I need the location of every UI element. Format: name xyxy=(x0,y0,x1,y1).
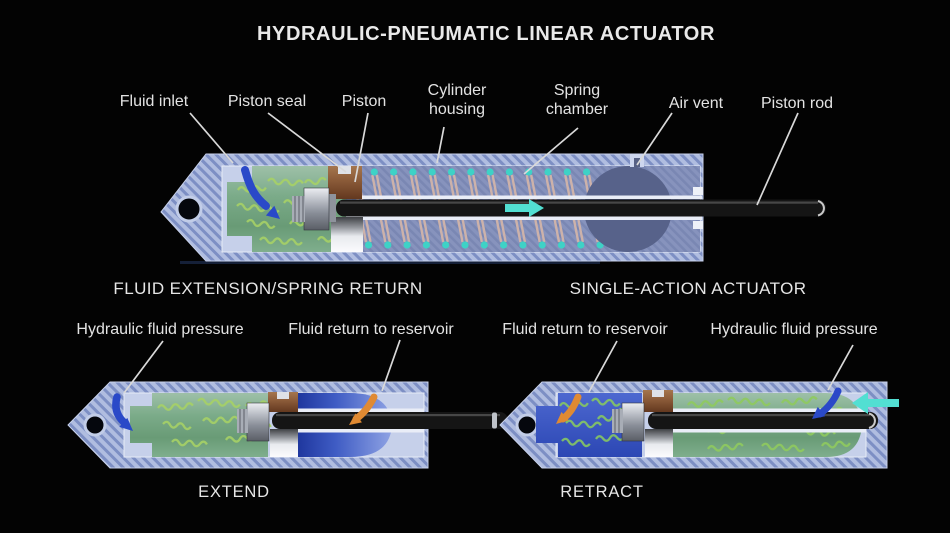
rod-clearance-bottom xyxy=(298,429,424,433)
rod-tip-highlight xyxy=(817,200,825,217)
fluid-inlet-arrow-icon xyxy=(241,166,270,210)
fluid-inlet-arrowhead xyxy=(812,406,826,419)
leader-spring-chamber xyxy=(523,127,579,175)
rod-gland-bottom xyxy=(693,221,703,229)
squiggle xyxy=(259,236,303,246)
caption-extend: EXTEND xyxy=(198,483,270,501)
rod-nut xyxy=(621,402,645,442)
fluid-inlet-arrowhead xyxy=(119,417,133,431)
squiggle xyxy=(761,442,805,453)
leader-extend-pressure xyxy=(123,340,164,394)
rod-highlight xyxy=(652,414,870,417)
rod-gland-top xyxy=(693,187,703,195)
pressure-in-arrow-icon xyxy=(852,392,899,414)
piston-lower xyxy=(270,429,298,457)
leader-fluid-inlet xyxy=(189,112,234,164)
label-piston-seal: Piston seal xyxy=(227,93,307,110)
squiggle xyxy=(687,399,724,408)
label-fluid-inlet: Fluid inlet xyxy=(119,93,189,110)
rod-nut xyxy=(246,402,270,442)
squiggle xyxy=(820,440,851,449)
caption-retract: RETRACT xyxy=(560,483,644,501)
fluid-return-arrowhead xyxy=(556,412,569,424)
thread-ridges xyxy=(239,409,245,433)
label-spring-chamber: Spring chamber xyxy=(545,82,609,118)
squiggle xyxy=(591,397,621,407)
squiggle xyxy=(303,176,327,186)
leader-air-vent xyxy=(636,112,673,166)
leader-retract-return xyxy=(588,340,618,393)
fluid-inlet-arrowhead xyxy=(265,205,280,219)
squiggle xyxy=(565,419,602,429)
label-retract-pressure: Hydraulic fluid pressure xyxy=(710,321,878,338)
squiggle xyxy=(707,442,744,452)
leader-lines xyxy=(123,112,854,394)
label-extend-return: Fluid return to reservoir xyxy=(288,321,454,338)
mounting-hole xyxy=(175,195,203,223)
extend-actuator xyxy=(67,381,508,469)
squiggle xyxy=(267,177,304,187)
leader-piston xyxy=(354,112,369,183)
retract-actuator xyxy=(499,381,899,469)
piston-shape xyxy=(643,390,673,412)
squiggle xyxy=(162,420,192,431)
rod-clearance-top xyxy=(346,195,702,199)
housing-shadow xyxy=(180,261,600,264)
fluid-return-arrowhead xyxy=(349,413,362,425)
squiggle xyxy=(780,396,818,406)
leader-piston-rod xyxy=(756,112,799,206)
squiggle xyxy=(171,438,208,448)
rod-motion-arrow-icon xyxy=(505,199,544,217)
squiggle xyxy=(561,437,591,448)
leader-retract-pressure xyxy=(827,344,854,391)
piston-seal-groove xyxy=(652,390,664,397)
label-piston: Piston xyxy=(341,93,387,110)
rod-clearance-bottom xyxy=(672,429,866,433)
piston-rod-shape xyxy=(336,199,826,217)
air-vent-slot xyxy=(634,158,640,167)
rod-highlight xyxy=(340,201,818,204)
label-retract-return: Fluid return to reservoir xyxy=(502,321,668,338)
thread-ridges xyxy=(294,196,304,222)
piston-lower xyxy=(331,217,363,252)
leader-extend-return xyxy=(381,339,401,392)
label-extend-pressure: Hydraulic fluid pressure xyxy=(76,321,244,338)
rod-tip-highlight xyxy=(868,412,876,429)
page-title: HYDRAULIC-PNEUMATIC LINEAR ACTUATOR xyxy=(256,23,716,45)
squiggle xyxy=(197,397,241,408)
threaded-stub xyxy=(612,409,623,433)
threaded-stub xyxy=(237,409,248,433)
rod-clearance-bottom xyxy=(346,216,702,220)
piston-seal-groove xyxy=(277,392,289,399)
main-actuator xyxy=(160,153,826,264)
thread-ridges xyxy=(614,409,620,433)
squiggle xyxy=(157,402,194,411)
rod-collar xyxy=(329,194,336,222)
caption-single-action: SINGLE-ACTION ACTUATOR xyxy=(569,279,807,298)
rod-highlight xyxy=(276,414,500,417)
mounting-hole xyxy=(515,413,539,437)
piston-shape xyxy=(268,392,298,412)
label-cylinder-housing: Cylinder housing xyxy=(427,82,487,118)
piston-rod-shape xyxy=(272,412,508,429)
leader-cylinder-housing xyxy=(436,126,445,164)
rod-tip-ring xyxy=(492,412,497,429)
piston-lower xyxy=(645,429,673,457)
leader-piston-seal xyxy=(267,112,347,173)
squiggle xyxy=(246,218,276,230)
squiggle xyxy=(727,396,771,407)
rod-nut xyxy=(303,187,330,231)
label-air-vent: Air vent xyxy=(668,95,724,112)
caption-fluid-extension: FLUID EXTENSION/SPRING RETURN xyxy=(113,279,423,298)
mounting-hole xyxy=(83,413,107,437)
rod-clearance-top xyxy=(672,408,866,412)
label-piston-rod: Piston rod xyxy=(760,95,834,112)
